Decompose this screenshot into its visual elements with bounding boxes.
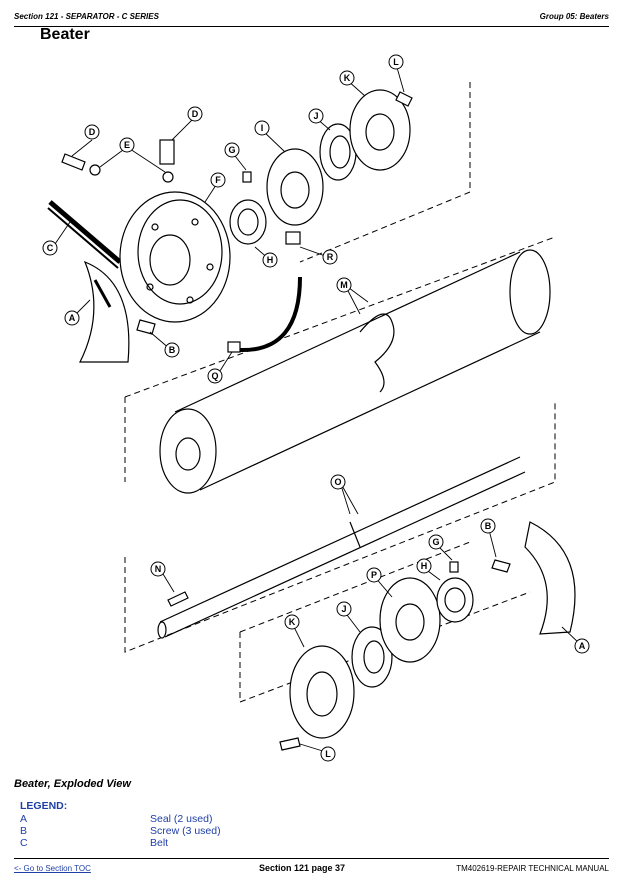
callout-M: M <box>336 277 352 293</box>
callout-A-1: A <box>64 310 80 326</box>
svg-text:P: P <box>371 570 377 580</box>
svg-text:K: K <box>344 73 351 83</box>
legend-item: A Seal (2 used) <box>20 813 600 825</box>
svg-text:L: L <box>325 749 331 759</box>
svg-text:G: G <box>432 537 439 547</box>
callout-B-2: B <box>480 518 496 534</box>
section-toc-link[interactable]: <- Go to Section TOC <box>14 864 91 873</box>
legend-heading: LEGEND: <box>20 800 68 812</box>
svg-text:K: K <box>289 617 296 627</box>
callout-J-2: J <box>336 601 352 617</box>
svg-text:F: F <box>215 175 221 185</box>
page-header: Section 121 - SEPARATOR - C SERIES Group… <box>14 10 609 27</box>
callout-G-2: G <box>428 534 444 550</box>
svg-text:Q: Q <box>211 371 218 381</box>
legend-value: Belt <box>150 837 169 849</box>
svg-text:J: J <box>313 111 318 121</box>
callout-F: F <box>210 172 226 188</box>
callout-K-1: K <box>339 70 355 86</box>
svg-text:H: H <box>267 255 274 265</box>
group-title: Group 05: Beaters <box>539 12 609 21</box>
callout-O: O <box>330 474 346 490</box>
callout-G-1: G <box>224 142 240 158</box>
callout-L-2: L <box>320 746 336 762</box>
svg-text:B: B <box>169 345 176 355</box>
legend-key: A <box>20 813 28 825</box>
svg-text:J: J <box>341 604 346 614</box>
page-title: Beater <box>40 26 90 43</box>
svg-text:D: D <box>89 127 96 137</box>
page-footer: <- Go to Section TOC Section 121 page 37… <box>14 858 609 875</box>
page-number: Section 121 page 37 <box>259 863 346 873</box>
figure-caption: Beater, Exploded View <box>14 778 131 790</box>
callout-J-1: J <box>308 108 324 124</box>
callout-E: E <box>119 137 135 153</box>
svg-text:A: A <box>69 313 76 323</box>
legend: LEGEND: A Seal (2 used) B Screw (3 used)… <box>20 800 600 849</box>
callout-C: C <box>42 240 58 256</box>
svg-text:L: L <box>393 57 399 67</box>
callout-L-1: L <box>388 54 404 70</box>
svg-text:O: O <box>334 477 341 487</box>
callout-P: P <box>366 567 382 583</box>
callout-N: N <box>150 561 166 577</box>
legend-item: B Screw (3 used) <box>20 825 600 837</box>
callout-D-2: D <box>187 106 203 122</box>
callout-I: I <box>254 120 270 136</box>
callout-A-2: A <box>574 638 590 654</box>
legend-key: B <box>20 825 28 837</box>
legend-value: Screw (3 used) <box>150 825 221 837</box>
svg-text:I: I <box>261 123 264 133</box>
legend-key: C <box>20 837 28 849</box>
svg-text:D: D <box>192 109 199 119</box>
svg-text:R: R <box>327 252 334 262</box>
callout-H-1: H <box>262 252 278 268</box>
beater-diagram: D E D F G I J K L C A B H R Q M O N B G … <box>42 54 590 762</box>
svg-text:N: N <box>155 564 162 574</box>
svg-text:G: G <box>228 145 235 155</box>
section-title: Section 121 - SEPARATOR - C SERIES <box>14 12 159 21</box>
svg-text:A: A <box>579 641 586 651</box>
callout-D-1: D <box>84 124 100 140</box>
exploded-view-figure: D E D F G I J K L C A B H R Q M O N B G … <box>0 52 623 772</box>
callout-B-1: B <box>164 342 180 358</box>
svg-text:E: E <box>124 140 130 150</box>
legend-value: Seal (2 used) <box>150 813 213 825</box>
callout-R: R <box>322 249 338 265</box>
callout-K-2: K <box>284 614 300 630</box>
callout-H-2: H <box>416 558 432 574</box>
svg-text:M: M <box>340 280 348 290</box>
svg-text:H: H <box>421 561 428 571</box>
legend-item: C Belt <box>20 837 600 849</box>
svg-text:C: C <box>47 243 54 253</box>
callout-Q: Q <box>207 368 223 384</box>
manual-id: TM402619-REPAIR TECHNICAL MANUAL <box>456 864 609 873</box>
svg-text:B: B <box>485 521 492 531</box>
